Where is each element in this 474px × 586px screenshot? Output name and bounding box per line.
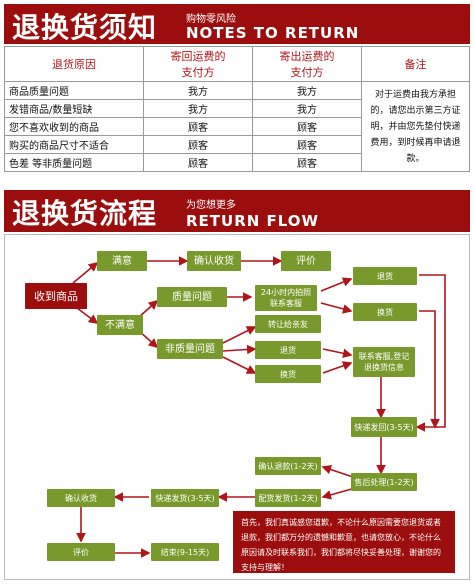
exchange-box-2: 换货: [255, 365, 321, 383]
header-note: 备注: [361, 46, 470, 82]
header-return-shipping: 寄回运费的 支付方: [143, 46, 253, 82]
note-text: 对于运费由我方承担的，请您出示第三方证明，并由您先垫付快递费用，到时候再申请退款…: [361, 81, 470, 172]
exchange-box-1: 换货: [353, 303, 417, 321]
notes-title-en: NOTES TO RETURN: [186, 24, 360, 42]
flow-title-en: RETURN FLOW: [186, 212, 320, 230]
header-send-shipping: 寄出运费的 支付方: [252, 46, 362, 82]
dispatch-box: 配货发货(1-2天): [255, 489, 321, 507]
review-box: 评价: [281, 251, 331, 271]
unsatisfied-box: 不满意: [97, 315, 143, 335]
notes-subtitle-cn: 购物零风险: [186, 14, 236, 25]
quality-issue-box: 质量问题: [157, 287, 227, 307]
row-send-payer: 顾客: [252, 135, 362, 154]
non-quality-issue-box: 非质量问题: [157, 339, 223, 359]
header-reason: 退货原因: [4, 46, 144, 82]
row-return-payer: 顾客: [143, 135, 253, 154]
row-reason: 发错商品/数量短缺: [4, 99, 144, 118]
confirm-receipt-box-2: 确认收货: [47, 489, 115, 507]
return-box-1: 退货: [353, 267, 417, 285]
flow-banner: 退换货流程 为您想更多 RETURN FLOW: [4, 190, 470, 232]
row-return-payer: 顾客: [143, 117, 253, 136]
row-reason: 您不喜欢收到的商品: [4, 117, 144, 136]
ship-back-box: 快递发回(3-5天): [351, 417, 417, 437]
flow-title-cn: 退换货流程: [12, 197, 158, 230]
row-reason: 商品质量问题: [4, 81, 144, 100]
flow-arrows: [72, 256, 446, 558]
receive-goods-box: 收到商品: [25, 283, 87, 309]
table-row: 色差 等非质量问题 顾客 顾客: [4, 153, 470, 172]
row-send-payer: 顾客: [252, 153, 362, 172]
row-send-payer: 我方: [252, 99, 362, 118]
after-sale-box: 售后处理(1-2天): [351, 473, 417, 491]
row-reason: 色差 等非质量问题: [4, 153, 144, 172]
row-return-payer: 顾客: [143, 153, 253, 172]
notes-banner: 退换货须知 购物零风险 NOTES TO RETURN: [4, 4, 470, 44]
row-send-payer: 我方: [252, 81, 362, 100]
table-row: 发错商品/数量短缺 我方 我方: [4, 99, 470, 118]
row-return-payer: 我方: [143, 81, 253, 100]
satisfied-box: 满意: [97, 251, 147, 271]
apology-message: 首先，我们真诚感您道歉，不论什么原因需要您退货或者退款，我们都万分的遗憾和歉意，…: [233, 511, 455, 573]
row-return-payer: 我方: [143, 99, 253, 118]
express-ship-box: 快递发货(3-5天): [151, 489, 219, 507]
notes-title-cn: 退换货须知: [12, 11, 158, 44]
confirm-refund-box: 确认退款(1-2天): [255, 457, 321, 475]
flow-subtitle-cn: 为您想更多: [186, 200, 236, 211]
table-row: 商品质量问题 我方 我方 对于运费由我方承担的，请您出示第三方证明，并由您先垫付…: [4, 81, 470, 172]
review-box-2: 评价: [47, 543, 115, 561]
row-reason: 购买的商品尺寸不适合: [4, 135, 144, 154]
gift-to-friends-box: 转让给亲友: [255, 315, 321, 333]
return-flowchart: 收到商品 满意 确认收货 评价 不满意 质量问题 24小时内拍照联系客服 退货 …: [4, 234, 470, 580]
end-box: 结束(9-15天): [151, 543, 219, 561]
row-send-payer: 顾客: [252, 117, 362, 136]
return-policy-table: 退货原因 寄回运费的 支付方 寄出运费的 支付方 备注 商品质量问题 我方 我方…: [4, 46, 470, 172]
table-row: 购买的商品尺寸不适合 顾客 顾客: [4, 135, 470, 154]
confirm-receipt-box: 确认收货: [187, 251, 241, 271]
contact-24h-box: 24小时内拍照联系客服: [255, 285, 317, 311]
contact-cs-register-box: 联系客服,登记退换货信息: [353, 347, 415, 377]
return-box-2: 退货: [255, 341, 321, 359]
